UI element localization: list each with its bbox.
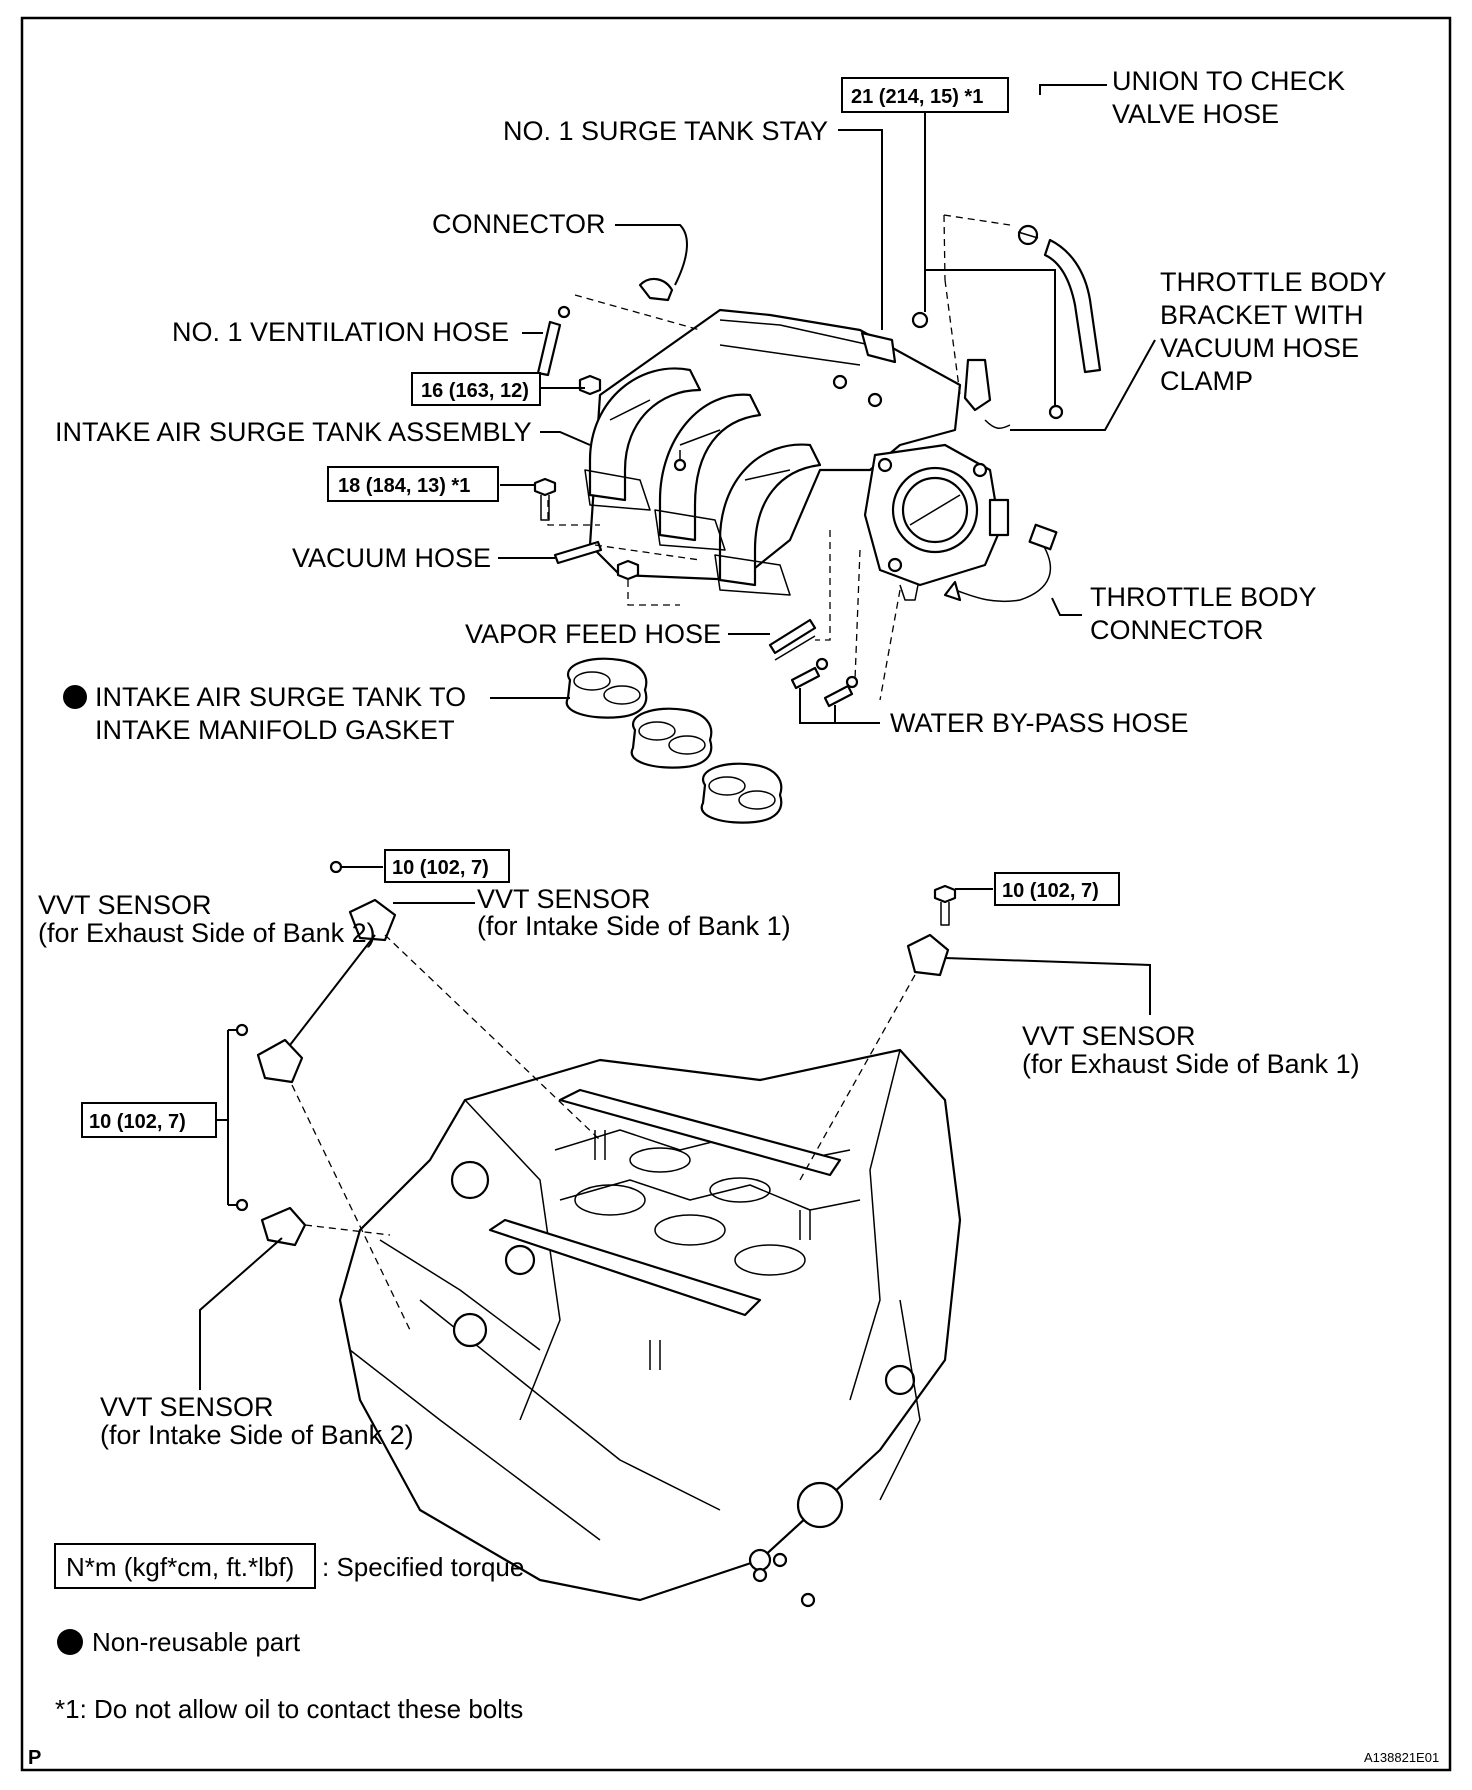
- vacuum-hose-drawing: [553, 540, 603, 565]
- label-union-hose-line1: UNION TO CHECK: [1112, 66, 1345, 96]
- label-vvt-intake-b1-line1: VVT SENSOR: [477, 884, 651, 914]
- vvt-sensor-intake-b2-drawing: [235, 1198, 307, 1247]
- assembly-dash-lines-lower: [291, 934, 916, 1331]
- figure-id: A138821E01: [1364, 1750, 1439, 1765]
- leader-lines: [199, 84, 1156, 1390]
- label-surge-tank-stay: NO. 1 SURGE TANK STAY: [503, 116, 828, 146]
- label-union-hose-line2: VALVE HOSE: [1112, 99, 1279, 129]
- connector-drawing: [638, 277, 674, 302]
- legend-non-reusable: Non-reusable part: [57, 1627, 301, 1657]
- label-gasket-line2: INTAKE MANIFOLD GASKET: [95, 715, 455, 745]
- legend-torque-unit: N*m (kgf*cm, ft.*lbf): [66, 1552, 294, 1582]
- surge-tank-drawing: [584, 308, 962, 596]
- bolt-18-drawing: [533, 477, 557, 521]
- label-throttle-bracket-line3: VACUUM HOSE: [1160, 333, 1359, 363]
- nut-16-drawing: [578, 374, 602, 396]
- torque-box-stay-bolt: 21 (214, 15) *1: [841, 77, 1009, 113]
- label-ventilation-hose: NO. 1 VENTILATION HOSE: [172, 317, 509, 347]
- label-vacuum-hose: VACUUM HOSE: [292, 543, 491, 573]
- surge-tank-stay-drawing: [860, 311, 929, 364]
- water-bypass-hose-drawing: [790, 657, 859, 708]
- legend-torque: N*m (kgf*cm, ft.*lbf) : Specified torque: [54, 1543, 524, 1589]
- svg-text:10 (102, 7): 10 (102, 7): [392, 857, 489, 879]
- vvt-sensor-exhaust-b2-drawing: [235, 1023, 304, 1084]
- label-vvt-exhaust-b1-line1: VVT SENSOR: [1022, 1021, 1196, 1051]
- label-vvt-intake-b1-line2: (for Intake Side of Bank 1): [477, 911, 791, 941]
- label-vvt-intake-b2-line1: VVT SENSOR: [100, 1392, 274, 1422]
- label-vvt-exhaust-b1-line2: (for Exhaust Side of Bank 1): [1022, 1049, 1360, 1079]
- label-throttle-bracket-line4: CLAMP: [1160, 366, 1253, 396]
- union-hose-drawing: [1017, 224, 1102, 374]
- label-throttle-bracket-line2: BRACKET WITH: [1160, 300, 1364, 330]
- throttle-body-drawing: [863, 443, 1058, 603]
- label-throttle-bracket-line1: THROTTLE BODY: [1160, 267, 1387, 297]
- label-throttle-connector-line1: THROTTLE BODY: [1090, 582, 1317, 612]
- torque-box-bolt-18: 18 (184, 13) *1: [327, 466, 499, 502]
- vvt-sensor-intake-b1-drawing: [329, 860, 397, 942]
- label-vvt-exhaust-b2-line2: (for Exhaust Side of Bank 2): [38, 918, 376, 948]
- torque-box-vvt-top: 10 (102, 7): [384, 849, 510, 883]
- torque-box-nut-16: 16 (163, 12): [411, 372, 541, 406]
- label-vapor-feed-hose: VAPOR FEED HOSE: [465, 619, 721, 649]
- legend-torque-desc: : Specified torque: [322, 1552, 524, 1582]
- figure-frame: [20, 16, 1452, 1772]
- svg-text:10 (102, 7): 10 (102, 7): [1002, 880, 1099, 902]
- throttle-bracket-drawing: [963, 358, 1064, 430]
- vapor-feed-hose-drawing: [768, 618, 817, 655]
- svg-text:10 (102, 7): 10 (102, 7): [89, 1111, 186, 1133]
- label-vvt-intake-b2-line2: (for Intake Side of Bank 2): [100, 1420, 414, 1450]
- label-gasket-line1: INTAKE AIR SURGE TANK TO: [95, 682, 466, 712]
- torque-box-vvt-left: 10 (102, 7): [81, 1102, 217, 1138]
- corner-mark: P: [28, 1747, 41, 1769]
- label-water-bypass-hose: WATER BY-PASS HOSE: [890, 708, 1189, 738]
- svg-text:18 (184, 13) *1: 18 (184, 13) *1: [338, 475, 470, 497]
- label-connector: CONNECTOR: [432, 209, 606, 239]
- nut-lower-drawing: [616, 559, 640, 581]
- engine-block-drawing: [338, 1048, 962, 1608]
- svg-text:Non-reusable part: Non-reusable part: [92, 1627, 301, 1657]
- vvt-sensor-exhaust-b1-drawing: [906, 884, 957, 977]
- torque-box-vvt-right: 10 (102, 7): [994, 872, 1120, 906]
- non-reusable-marker-gasket: [63, 685, 87, 709]
- label-vvt-exhaust-b2-line1: VVT SENSOR: [38, 890, 212, 920]
- svg-text:21 (214, 15) *1: 21 (214, 15) *1: [851, 86, 983, 108]
- label-surge-tank-assembly: INTAKE AIR SURGE TANK ASSEMBLY: [55, 417, 532, 447]
- gaskets-drawing: [565, 657, 783, 824]
- svg-text:16 (163, 12): 16 (163, 12): [421, 380, 529, 402]
- ventilation-hose-drawing: [536, 305, 571, 377]
- legend-note: *1: Do not allow oil to contact these bo…: [55, 1694, 523, 1724]
- label-throttle-connector-line2: CONNECTOR: [1090, 615, 1264, 645]
